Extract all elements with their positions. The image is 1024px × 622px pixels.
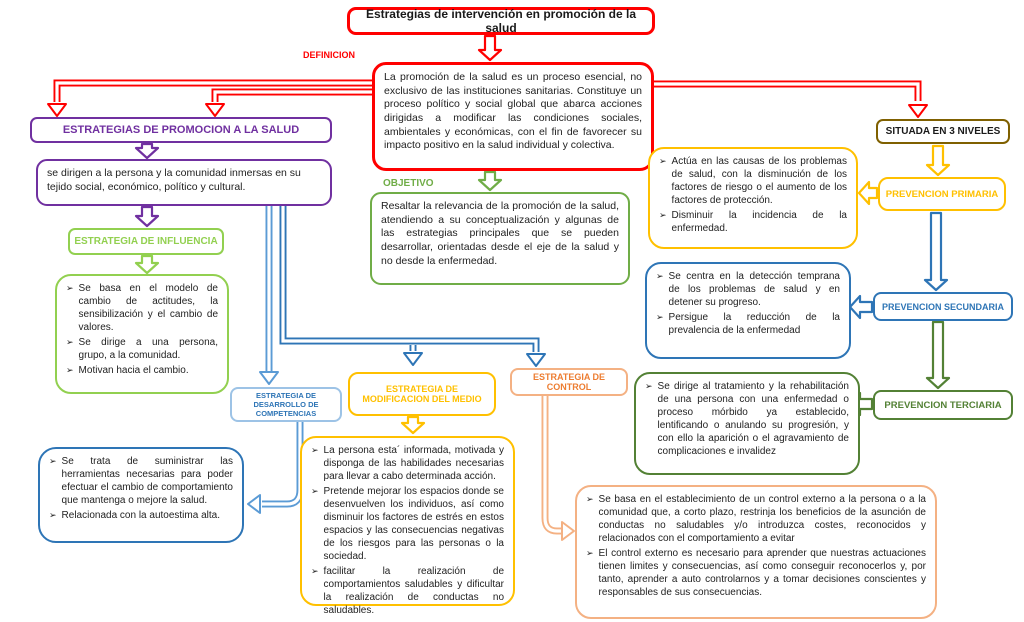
connector-control-to-detail-head [561, 521, 575, 541]
bullet-text: Pretende mejorar los espacios donde se d… [323, 486, 504, 562]
bullet-text: Se trata de suministrar las herramientas… [61, 456, 233, 506]
list-item: ➢ Persigue la reducción de la prevalencia… [656, 311, 840, 337]
niveles-heading: SITUADA EN 3 NIVELES [876, 119, 1010, 144]
arrow-promocion-to-influencia [134, 205, 160, 228]
bullet-arrow-icon: ➢ [311, 445, 319, 455]
bullet-arrow-icon: ➢ [659, 210, 667, 220]
list-item: ➢ Motivan hacia el cambio. [66, 364, 218, 377]
bullet-text: Se centra en la detección temprana de lo… [668, 271, 840, 308]
prevencion-secundaria-heading: PREVENCION SECUNDARIA [873, 292, 1013, 321]
connector-branch-to-modificacion-head [403, 352, 423, 366]
connector-control-to-detail [541, 396, 562, 535]
arrow-promocion-heading-to-description [134, 142, 160, 160]
definicion-box: La promoción de la salud es un proceso e… [372, 62, 654, 171]
connector-promocion-to-desarrollo-head [259, 371, 279, 385]
arrow-secundaria-to-detail [848, 294, 874, 320]
bullet-text: Se dirige al tratamiento y la rehabilita… [657, 381, 849, 457]
prevencion-primaria-heading: PREVENCION PRIMARIA [878, 177, 1006, 211]
bullet-arrow-icon: ➢ [656, 271, 664, 281]
list-item: ➢ Pretende mejorar los espacios donde se … [311, 485, 504, 563]
list-item: ➢ El control externo es necesario para ap… [586, 547, 926, 599]
bullet-text: facilitar la realización de comportamien… [323, 566, 504, 616]
modificacion-heading: ESTRATEGIA DE MODIFICACION DEL MEDIO [348, 372, 496, 416]
arrow-primaria-to-detail [857, 180, 879, 206]
connector-desarrollo-to-detail [262, 422, 304, 508]
connector-desarrollo-to-detail-head [247, 494, 261, 514]
connector-definicion-to-niveles [654, 80, 922, 101]
promocion-heading: ESTRATEGIAS DE PROMOCION A LA SALUD [30, 117, 332, 143]
connector-promocion-to-modificacion-control [281, 206, 538, 352]
arrow-primaria-to-secundaria [923, 211, 949, 292]
prevencion-terciaria-heading: PREVENCION TERCIARIA [873, 390, 1013, 420]
arrow-influencia-to-detail [134, 254, 160, 275]
arrow-title-to-definicion [477, 34, 503, 62]
bullet-text: La persona esta´ informada, motivada y d… [323, 445, 504, 482]
arrow-modificacion-to-detail [400, 415, 426, 435]
influencia-heading: ESTRATEGIA DE INFLUENCIA [68, 228, 224, 255]
list-item: ➢ La persona esta´ informada, motivada y … [311, 444, 504, 483]
connector-definicion-to-promocion-outer [55, 81, 372, 102]
objetivo-box: Resaltar la relevancia de la promoción d… [370, 192, 630, 285]
list-item: ➢ Se basa en el establecimiento de un con… [586, 493, 926, 545]
prevencion-primaria-detail-box: ➢ Actúa en las causas de los problemas de… [648, 147, 858, 249]
connector-definicion-to-niveles-head [908, 104, 928, 118]
connector-promocion-to-modificacion-control-head [526, 353, 546, 367]
desarrollo-detail-box: ➢ Se trata de suministrar las herramienta… [38, 447, 244, 543]
title-box: Estrategias de intervención en promoción… [347, 7, 655, 35]
list-item: ➢ Se dirige a una persona, grupo, a la co… [66, 336, 218, 362]
bullet-text: Persigue la reducción de la prevalencia … [668, 312, 840, 336]
list-item: ➢ Se centra en la detección temprana de l… [656, 270, 840, 309]
bullet-arrow-icon: ➢ [311, 486, 319, 496]
bullet-arrow-icon: ➢ [311, 566, 319, 576]
objetivo-label: OBJETIVO [383, 178, 434, 189]
list-item: ➢ Actúa en las causas de los problemas de… [659, 155, 847, 207]
bullet-arrow-icon: ➢ [656, 312, 664, 322]
connector-definicion-to-promocion-inner [213, 90, 372, 102]
bullet-arrow-icon: ➢ [586, 548, 594, 558]
bullet-arrow-icon: ➢ [586, 494, 594, 504]
connector-definicion-to-promocion-inner-head [205, 103, 225, 117]
connector-control-to-detail [543, 396, 562, 533]
bullet-arrow-icon: ➢ [49, 456, 57, 466]
desarrollo-heading: ESTRATEGIA DE DESARROLLO DE COMPETENCIAS [230, 387, 342, 422]
bullet-text: El control externo es necesario para apr… [598, 548, 926, 598]
list-item: ➢ Se basa en el modelo de cambio de actit… [66, 282, 218, 334]
bullet-text: Se basa en el modelo de cambio de actitu… [78, 283, 218, 333]
control-detail-box: ➢ Se basa en el establecimiento de un con… [575, 485, 937, 619]
arrow-niveles-to-primaria [925, 144, 951, 177]
bullet-text: Actúa en las causas de los problemas de … [671, 156, 847, 206]
list-item: ➢ Disminuir la incidencia de la enfermeda… [659, 209, 847, 235]
connector-desarrollo-to-detail [262, 422, 302, 506]
bullet-text: Disminuir la incidencia de la enfermedad… [671, 210, 847, 234]
definicion-label: DEFINICION [303, 50, 356, 60]
list-item: ➢ Relacionada con la autoestima alta. [49, 509, 233, 522]
bullet-arrow-icon: ➢ [66, 337, 74, 347]
bullet-text: Relacionada con la autoestima alta. [61, 510, 220, 521]
list-item: ➢ Se dirige al tratamiento y la rehabilit… [645, 380, 849, 458]
prevencion-terciaria-detail-box: ➢ Se dirige al tratamiento y la rehabilit… [634, 372, 860, 475]
prevencion-secundaria-detail-box: ➢ Se centra en la detección temprana de l… [645, 262, 851, 359]
list-item: ➢ Se trata de suministrar las herramienta… [49, 455, 233, 507]
bullet-arrow-icon: ➢ [49, 510, 57, 520]
list-item: ➢ facilitar la realización de comportamie… [311, 565, 504, 617]
bullet-arrow-icon: ➢ [66, 283, 74, 293]
connector-definicion-to-promocion-outer-head [47, 103, 67, 117]
arrow-definicion-to-objetivo [477, 170, 503, 192]
control-heading: ESTRATEGIA DE CONTROL [510, 368, 628, 396]
bullet-text: Se dirige a una persona, grupo, a la com… [78, 337, 218, 361]
influencia-detail-box: ➢ Se basa en el modelo de cambio de actit… [55, 274, 229, 394]
bullet-arrow-icon: ➢ [659, 156, 667, 166]
bullet-arrow-icon: ➢ [645, 381, 653, 391]
modificacion-detail-box: ➢ La persona esta´ informada, motivada y … [300, 436, 515, 616]
bullet-text: Motivan hacia el cambio. [78, 365, 189, 376]
bullet-text: Se basa en el establecimiento de un cont… [598, 494, 926, 544]
bullet-arrow-icon: ➢ [66, 365, 74, 375]
arrow-secundaria-to-terciaria [925, 320, 951, 390]
connector-definicion-to-niveles [654, 82, 920, 101]
promocion-description-box: se dirigen a la persona y la comunidad i… [36, 159, 332, 206]
